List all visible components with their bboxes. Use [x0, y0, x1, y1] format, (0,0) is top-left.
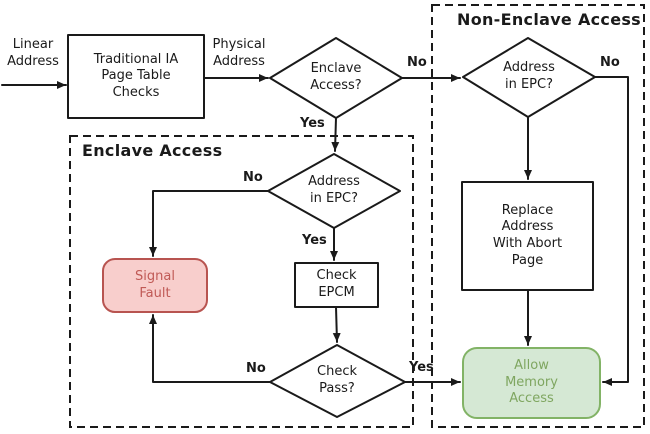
enclave-access-yes-label: Yes [300, 116, 325, 131]
enclave-access-no-label: No [407, 55, 427, 70]
non-enclave-access-region-title: Non-Enclave Access [457, 10, 642, 29]
e-epc-no-label: No [243, 170, 263, 185]
ne-epc-no-label: No [600, 55, 620, 70]
enclave-access-region-border [69, 135, 414, 428]
edge-e-epc-no-to-fault [149, 190, 269, 257]
page-table-checks-box [67, 34, 205, 119]
e-epc-yes-label: Yes [302, 233, 327, 248]
check-pass-yes-label: Yes [409, 360, 434, 375]
edge-epcm-to-checkpass [332, 306, 341, 343]
non-enclave-access-region-border [431, 4, 645, 428]
check-pass-no-label: No [246, 361, 266, 376]
edge-checkpass-no-to-fault [149, 314, 271, 383]
enclave-access-diamond [269, 37, 403, 119]
edge-ne-epc-no-to-allow [594, 76, 629, 386]
allow-memory-access-box [462, 347, 601, 419]
e-address-in-epc-diamond [267, 153, 401, 229]
ne-address-in-epc-diamond [462, 37, 596, 118]
check-pass-diamond [269, 344, 406, 418]
check-epcm-box [294, 262, 379, 308]
signal-fault-box [102, 258, 208, 313]
replace-abort-page-box [461, 181, 594, 291]
enclave-access-region-title: Enclave Access [82, 141, 223, 160]
edge-enclave-access-yes [331, 117, 340, 152]
